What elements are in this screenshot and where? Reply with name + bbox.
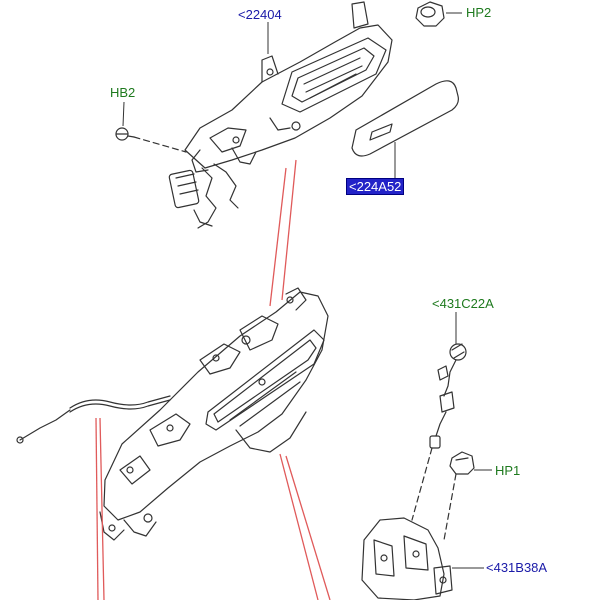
- lower-handle-assembly[interactable]: [99, 287, 329, 541]
- callout-224a52[interactable]: <224A52: [346, 178, 405, 195]
- upper-handle-assembly[interactable]: [168, 1, 393, 229]
- callout-hp2[interactable]: HP2: [466, 5, 492, 20]
- callout-hb2[interactable]: HB2: [110, 85, 136, 100]
- screw-hb2[interactable]: [115, 127, 135, 141]
- callout-431c22a[interactable]: <431C22A: [432, 296, 494, 311]
- guide-lines: [95, 159, 331, 600]
- callout-leaders: [122, 12, 492, 569]
- cable-431c22a[interactable]: [429, 343, 467, 449]
- grommet-hp2[interactable]: [415, 1, 445, 27]
- cable-431c22a-leader: [411, 447, 433, 521]
- screw-hb2-leader: [133, 136, 187, 153]
- clip-hp1[interactable]: [449, 451, 475, 475]
- callout-431b38a[interactable]: <431B38A: [486, 560, 548, 575]
- gasket-224a52[interactable]: [351, 80, 459, 157]
- clip-hp1-leader: [443, 473, 457, 541]
- callout-22404[interactable]: <22404: [238, 7, 282, 22]
- release-cable[interactable]: [16, 395, 171, 444]
- bracket-431b38a[interactable]: [361, 517, 453, 600]
- callout-hp1[interactable]: HP1: [495, 463, 521, 478]
